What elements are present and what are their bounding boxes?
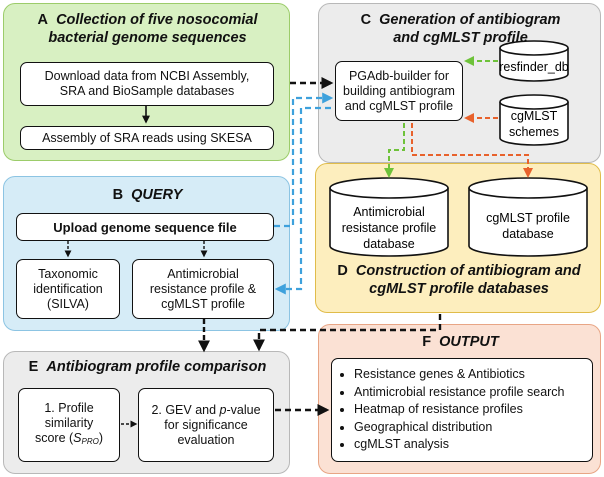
p-symbol: p	[219, 402, 227, 417]
output-item[interactable]: Antimicrobial resistance profile search	[354, 384, 565, 402]
profile-similarity-box: 1. Profile similarity score (SPRO)	[18, 388, 120, 462]
panel-b-title: B QUERY	[4, 186, 291, 204]
panel-c: C Generation of antibiogram and cgMLST p…	[318, 3, 601, 163]
gev-text: 2. GEV and	[151, 402, 220, 417]
output-item[interactable]: Geographical distribution	[354, 419, 565, 437]
profile-similarity-close: )	[98, 431, 104, 445]
panel-d: D Construction of antibiogram and cgMLST…	[315, 163, 601, 313]
panel-d-title-text: Construction of antibiogram and cgMLST p…	[355, 263, 581, 297]
panel-f-letter: F	[422, 334, 432, 350]
panel-c-letter: C	[360, 12, 372, 28]
output-item[interactable]: Resistance genes & Antibiotics	[354, 366, 565, 384]
upload-genome-button[interactable]: Upload genome sequence file	[16, 213, 274, 241]
panel-c-title-text: Generation of antibiogram and cgMLST pro…	[379, 12, 561, 46]
s-pro-symbol: S	[73, 431, 82, 445]
panel-b: B QUERY Upload genome sequence file Taxo…	[3, 176, 290, 331]
panel-e-title: E Antibiogram profile comparison	[4, 358, 291, 376]
panel-a-title-text: Collection of five nosocomial bacterial …	[48, 12, 258, 46]
pgadb-builder-box: PGAdb-builder for building antibiogram a…	[335, 61, 463, 121]
s-pro-subscript: PRO	[81, 437, 99, 446]
panel-f-title: F OUTPUT	[319, 333, 602, 351]
output-item[interactable]: Heatmap of resistance profiles	[354, 401, 565, 419]
panel-a: A Collection of five nosocomial bacteria…	[3, 3, 290, 161]
panel-a-title: A Collection of five nosocomial bacteria…	[4, 11, 291, 47]
taxonomic-identification-box: Taxonomic identification (SILVA)	[16, 259, 120, 319]
panel-c-title: C Generation of antibiogram and cgMLST p…	[319, 11, 602, 47]
panel-f: F OUTPUT Resistance genes & Antibiotics …	[318, 324, 601, 474]
pvalue-text: -value for significance evaluation	[164, 402, 261, 447]
output-list: Resistance genes & Antibiotics Antimicro…	[338, 366, 565, 454]
output-item[interactable]: cgMLST analysis	[354, 436, 565, 454]
panel-e-title-text: Antibiogram profile comparison	[46, 359, 267, 375]
panel-d-letter: D	[337, 263, 348, 279]
amr-cgmlst-profile-box: Antimicrobial resistance profile & cgMLS…	[132, 259, 274, 319]
panel-f-title-text: OUTPUT	[439, 334, 499, 350]
panel-e: E Antibiogram profile comparison 1. Prof…	[3, 351, 290, 474]
gev-pvalue-box: 2. GEV and p-value for significance eval…	[138, 388, 274, 462]
panel-b-title-text: QUERY	[131, 187, 183, 203]
download-data-box: Download data from NCBI Assembly, SRA an…	[20, 62, 274, 106]
profile-similarity-text: 1. Profile similarity score (	[34, 401, 94, 445]
panel-a-letter: A	[37, 12, 48, 28]
panel-d-title: D Construction of antibiogram and cgMLST…	[316, 262, 602, 298]
assembly-box: Assembly of SRA reads using SKESA	[20, 126, 274, 150]
output-list-box: Resistance genes & Antibiotics Antimicro…	[331, 358, 593, 462]
panel-b-letter: B	[112, 187, 124, 203]
panel-e-letter: E	[28, 359, 39, 375]
